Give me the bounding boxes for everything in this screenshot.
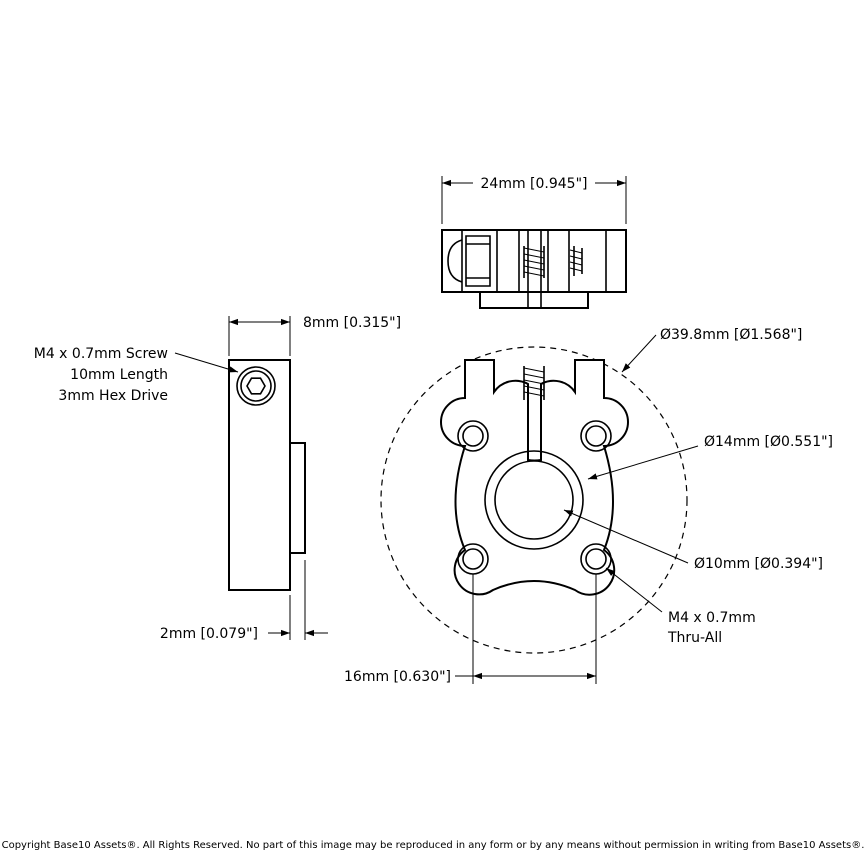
front-view: Ø39.8mm [Ø1.568"] Ø14mm [Ø0.551"] Ø10mm … <box>344 327 833 685</box>
screw-callout-line2: 10mm Length <box>70 367 168 383</box>
dim-bolt-circle-label: Ø39.8mm [Ø1.568"] <box>660 327 802 343</box>
top-view: 24mm [0.945"] <box>441 176 627 309</box>
dim-spacing-label: 16mm [0.630"] <box>344 669 451 685</box>
dim-thickness-label: 8mm [0.315"] <box>303 315 401 331</box>
dim-width-label: 24mm [0.945"] <box>481 176 588 192</box>
side-view: 8mm [0.315"] M4 x 0.7mm Screw 10mm Lengt… <box>34 315 401 642</box>
screw-callout-line3: 3mm Hex Drive <box>58 388 168 404</box>
dim-bore-label: Ø10mm [Ø0.394"] <box>694 556 823 572</box>
screw-callout-line1: M4 x 0.7mm Screw <box>34 346 168 362</box>
hub-outline <box>440 359 629 596</box>
dim-outer-label: Ø14mm [Ø0.551"] <box>704 434 833 450</box>
bolt-circle <box>380 346 688 654</box>
copyright-notice: Copyright Base10 Assets®. All Rights Res… <box>2 840 865 851</box>
thru-callout-line2: Thru-All <box>667 630 722 646</box>
thru-callout-line1: M4 x 0.7mm <box>668 610 756 626</box>
dim-boss-label: 2mm [0.079"] <box>160 626 258 642</box>
